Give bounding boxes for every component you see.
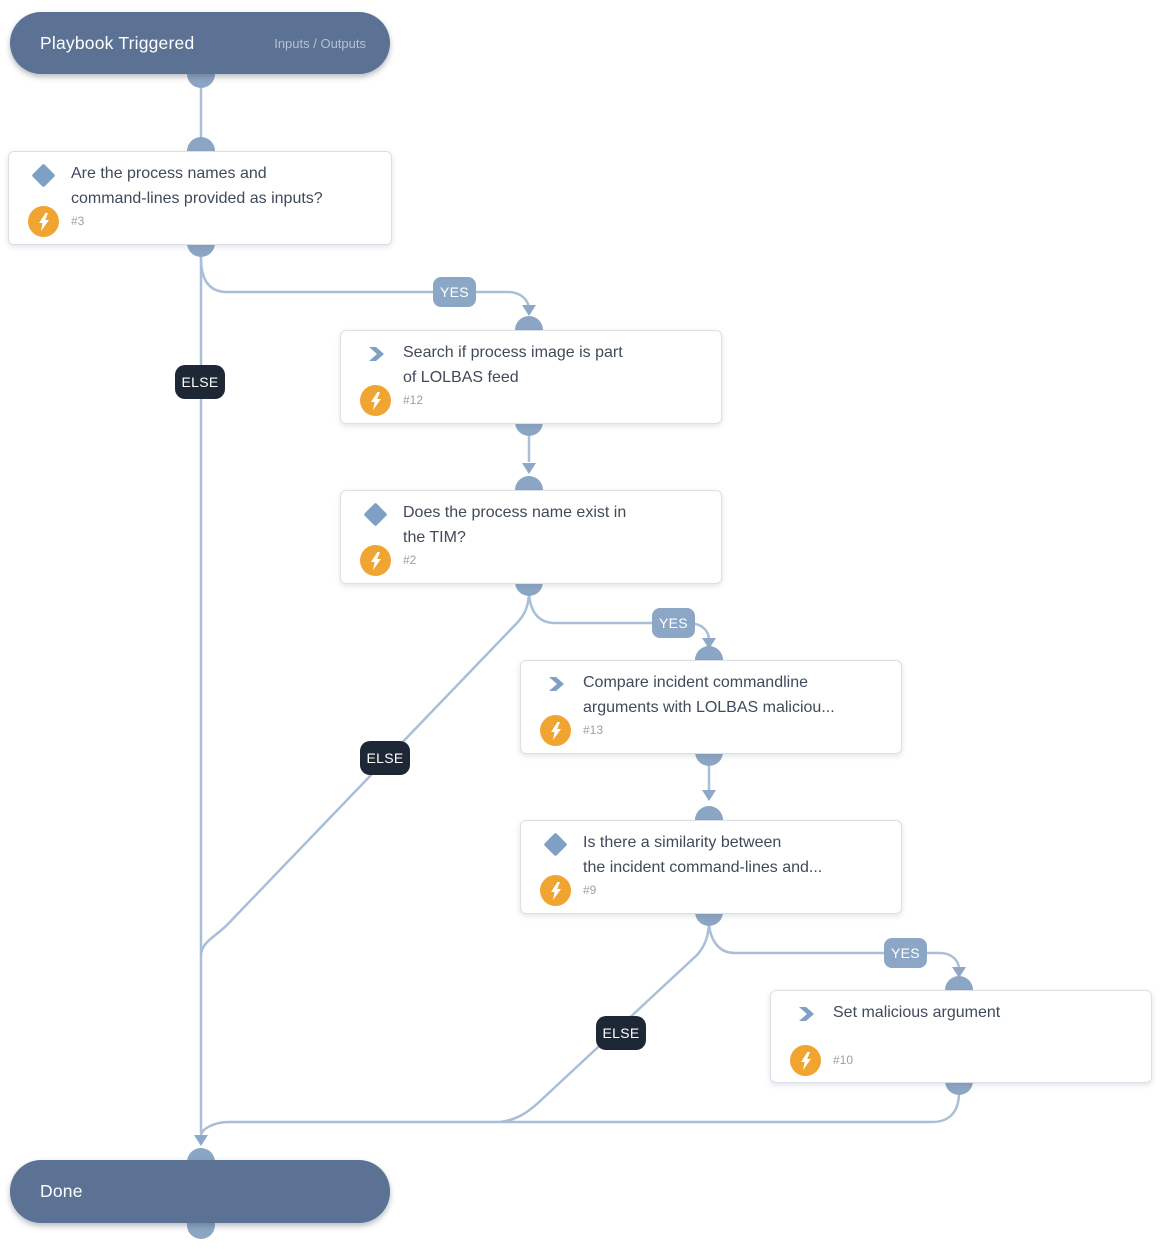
arrow-into-2 [522,463,536,474]
condition-node-3[interactable]: Are the process names and command-lines … [8,151,392,245]
task-node-12[interactable]: Search if process image is part of LOLBA… [340,330,722,424]
node-number: #10 [833,1053,854,1067]
start-node-playbook-triggered[interactable]: Playbook Triggered Inputs / Outputs [10,12,390,74]
else-badge-from-2: ELSE [360,741,410,775]
arrow-into-13 [702,638,716,649]
lightning-bolt-icon [360,385,391,416]
diamond-icon [363,502,388,527]
task-node-13[interactable]: Compare incident commandline arguments w… [520,660,902,754]
node-title: Are the process names and command-lines … [71,165,323,207]
lightning-bolt-icon [790,1045,821,1076]
diamond-icon [31,163,56,188]
edge-9-yes-to-10 [707,919,961,970]
arrowheads [194,305,966,1146]
node-title: Compare incident commandline arguments w… [583,674,835,716]
edge-10-to-done [199,1081,961,1137]
else-badge-from-3: ELSE [175,365,225,399]
lightning-bolt-icon [540,715,571,746]
edge-3-yes-to-12 [199,257,531,311]
node-number: #3 [71,214,85,228]
node-title: Set malicious argument [833,1004,1001,1021]
chevron-icon [799,1007,814,1021]
diamond-icon [543,832,568,857]
chevron-icon [369,347,384,361]
node-title: Search if process image is part of LOLBA… [403,344,623,386]
yes-badge-from-3: YES [433,277,476,307]
task-node-10[interactable]: Set malicious argument #10 [770,990,1152,1083]
arrow-into-12 [522,305,536,316]
node-number: #13 [583,723,604,737]
arrow-into-9 [702,790,716,801]
end-node-done[interactable]: Done [10,1160,390,1223]
arrow-into-10 [952,967,966,978]
lightning-bolt-icon [360,545,391,576]
edge-2-yes-to-13 [527,589,711,641]
yes-badge-from-2: YES [652,608,695,638]
node-number: #12 [403,393,424,407]
chevron-icon [549,677,564,691]
start-node-title: Playbook Triggered [40,32,195,53]
node-title: Is there a similarity between the incide… [583,834,823,876]
else-badge-from-9: ELSE [596,1016,646,1050]
node-number: #2 [403,553,417,567]
arrow-into-done [194,1135,208,1146]
end-node-title: Done [40,1181,83,1201]
node-title: Does the process name exist in the TIM? [403,504,627,546]
lightning-bolt-icon [540,875,571,906]
lightning-bolt-icon [28,206,59,237]
inputs-outputs-link[interactable]: Inputs / Outputs [274,35,366,51]
node-number: #9 [583,883,597,897]
condition-node-2[interactable]: Does the process name exist in the TIM? … [340,490,722,584]
yes-badge-from-9: YES [884,938,927,968]
condition-node-9[interactable]: Is there a similarity between the incide… [520,820,902,914]
